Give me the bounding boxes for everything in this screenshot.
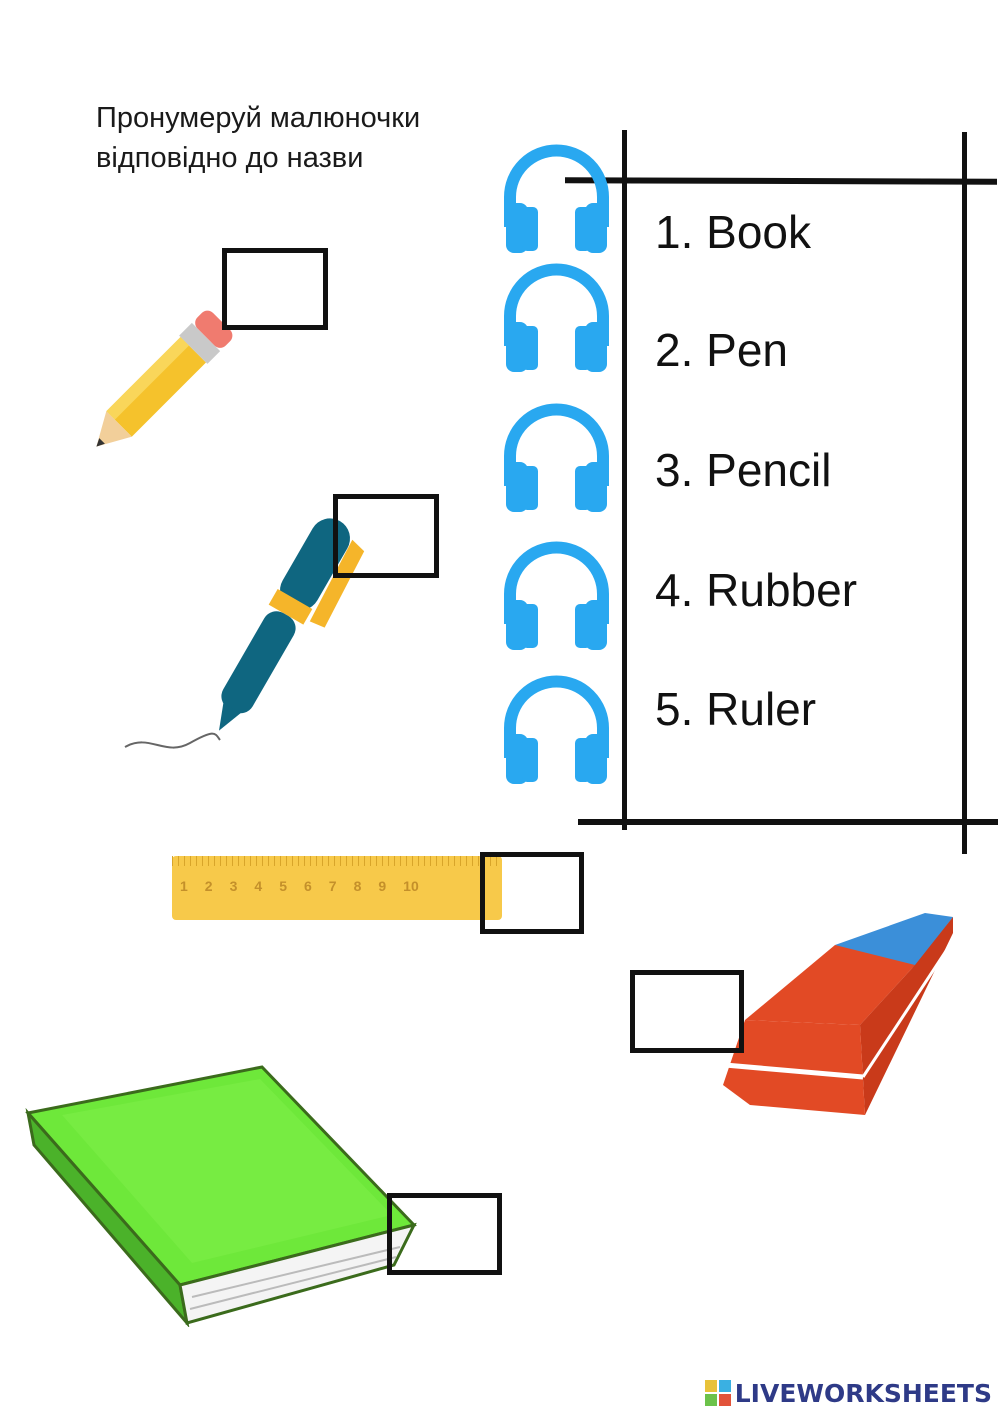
rubber-image	[723, 913, 953, 1115]
instruction-line-2: відповідно до назви	[96, 142, 364, 174]
word-item-ruler: 5. Ruler	[655, 683, 817, 735]
instruction-line-1: Пронумеруй малюночки	[96, 102, 421, 134]
headphones-icon[interactable]	[500, 135, 613, 255]
instruction-heading: Пронумеруй малюночки відповідно до назви	[96, 98, 516, 178]
ruler-tick-label: 4	[254, 878, 263, 894]
book-answer-box[interactable]	[387, 1193, 502, 1275]
pencil-answer-box[interactable]	[222, 248, 328, 330]
pen-answer-box[interactable]	[333, 494, 439, 578]
ruler-tick-label: 5	[279, 878, 287, 894]
table-right-line	[962, 132, 967, 854]
ruler-tick-label: 9	[378, 878, 387, 894]
ruler-answer-box[interactable]	[480, 852, 584, 934]
headphones-icon[interactable]	[500, 394, 613, 514]
footer-brand-text: LIVEWORKSHEETS	[734, 1378, 992, 1408]
rubber-answer-box[interactable]	[630, 970, 744, 1053]
ruler-tick-label: 8	[353, 878, 362, 894]
liveworksheets-logo-icon	[704, 1380, 731, 1406]
ruler-tick-label: 3	[229, 878, 238, 894]
word-item-book: 1. Book	[655, 206, 811, 258]
table-bottom-line	[578, 819, 998, 825]
ruler-image: 1 2 3 4 5 6 7 8 9 10	[172, 856, 502, 920]
word-item-pen: 2. Pen	[655, 324, 788, 376]
book-image	[25, 1065, 417, 1327]
headphones-icon[interactable]	[500, 532, 613, 652]
word-item-rubber: 4. Rubber	[655, 564, 858, 616]
pencil-image	[96, 310, 233, 447]
ruler-tick-label: 7	[328, 878, 337, 894]
liveworksheets-logo[interactable]: LIVEWORKSHEETS	[704, 1378, 992, 1408]
headphones-icon[interactable]	[500, 666, 613, 786]
pen-image	[124, 518, 365, 749]
table-left-line	[622, 130, 627, 830]
headphones-icon[interactable]	[500, 254, 613, 374]
ruler-tick-label: 6	[303, 878, 312, 894]
ruler-tick-label: 1	[180, 878, 188, 894]
table-top-line	[564, 177, 998, 185]
word-item-pencil: 3. Pencil	[655, 444, 832, 496]
ruler-tick-label: 10	[403, 878, 419, 894]
ruler-tick-label: 2	[204, 878, 213, 894]
